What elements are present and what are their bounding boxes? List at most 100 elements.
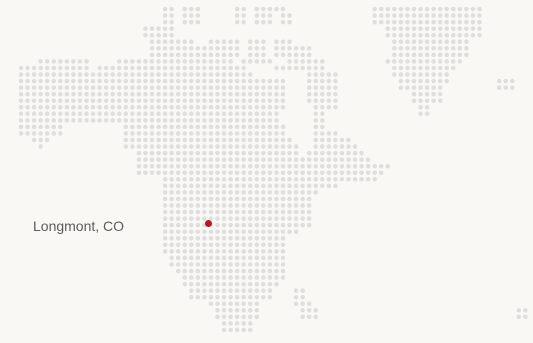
land-dot — [182, 209, 187, 215]
land-dot — [241, 157, 246, 162]
land-dot — [320, 98, 325, 103]
land-dot — [189, 91, 194, 97]
land-dot — [405, 72, 410, 77]
land-dot — [431, 72, 436, 77]
land-dot — [169, 255, 174, 261]
land-dot — [215, 91, 220, 97]
land-dot — [241, 59, 246, 64]
land-dot — [143, 105, 148, 110]
land-dot — [320, 105, 325, 110]
land-dot — [287, 65, 292, 71]
land-dot — [261, 13, 266, 18]
land-dot — [254, 105, 260, 110]
land-dot — [444, 46, 449, 51]
land-dot — [162, 249, 168, 254]
land-dot — [38, 118, 43, 123]
land-dot — [306, 85, 312, 90]
land-dot — [221, 222, 227, 228]
land-dot — [182, 150, 187, 156]
land-dot — [254, 144, 260, 149]
land-dot — [182, 6, 187, 12]
land-dot — [392, 19, 397, 25]
land-dot — [234, 65, 240, 71]
land-dot — [228, 308, 233, 313]
land-dot — [202, 111, 207, 117]
land-dot — [169, 196, 174, 202]
land-dot — [143, 111, 148, 117]
land-dot — [418, 91, 423, 97]
land-dot — [405, 26, 410, 31]
land-dot — [208, 39, 214, 44]
land-dot — [437, 46, 443, 51]
land-dot — [333, 85, 338, 90]
land-dot — [254, 170, 260, 175]
land-dot — [405, 32, 410, 38]
land-dot — [313, 150, 318, 156]
land-dot — [162, 163, 168, 169]
land-dot — [156, 163, 161, 169]
land-dot — [437, 39, 443, 44]
land-dot — [326, 183, 332, 189]
land-dot — [221, 321, 227, 326]
land-dot — [293, 294, 299, 300]
land-dot — [195, 105, 201, 110]
land-dot — [169, 229, 174, 234]
land-dot — [169, 13, 174, 18]
land-dot — [228, 190, 233, 195]
land-dot — [437, 13, 443, 18]
land-dot — [411, 13, 417, 18]
land-dot — [248, 222, 253, 228]
land-dot — [110, 65, 115, 71]
land-dot — [261, 6, 266, 12]
land-dot — [411, 19, 417, 25]
land-dot — [234, 249, 240, 254]
land-dot — [156, 78, 161, 84]
land-dot — [431, 65, 436, 71]
land-dot — [261, 236, 266, 241]
land-dot — [326, 150, 332, 156]
land-dot — [228, 288, 233, 293]
land-dot — [477, 32, 482, 38]
land-dot — [44, 131, 50, 136]
land-dot — [234, 183, 240, 189]
land-dot — [162, 137, 168, 143]
land-dot — [234, 321, 240, 326]
land-dot — [228, 222, 233, 228]
land-dot — [320, 157, 325, 162]
land-dot — [437, 59, 443, 64]
land-dot — [90, 98, 96, 103]
land-dot — [306, 216, 312, 221]
land-dot — [339, 157, 345, 162]
land-dot — [280, 19, 286, 25]
land-dot — [97, 118, 102, 123]
location-marker-icon[interactable] — [205, 220, 212, 227]
land-dot — [228, 301, 233, 306]
land-dot — [261, 262, 266, 267]
land-dot — [267, 150, 273, 156]
land-dot — [234, 85, 240, 90]
land-dot — [202, 203, 207, 208]
land-dot — [123, 59, 129, 64]
land-dot — [156, 137, 161, 143]
land-dot — [169, 163, 174, 169]
land-dot — [398, 59, 404, 64]
land-dot — [38, 59, 43, 64]
land-dot — [313, 91, 318, 97]
land-dot — [202, 268, 207, 274]
land-dot — [234, 327, 240, 333]
land-dot — [175, 222, 181, 228]
land-dot — [280, 157, 286, 162]
land-dot — [175, 157, 181, 162]
land-dot — [195, 268, 201, 274]
land-dot — [110, 118, 115, 123]
land-dot — [51, 59, 56, 64]
land-dot — [228, 229, 233, 234]
land-dot — [189, 39, 194, 44]
land-dot — [313, 111, 318, 117]
land-dot — [221, 163, 227, 169]
land-dot — [117, 105, 122, 110]
land-dot — [326, 157, 332, 162]
land-dot — [293, 144, 299, 149]
land-dot — [457, 32, 463, 38]
land-dot — [248, 118, 253, 123]
